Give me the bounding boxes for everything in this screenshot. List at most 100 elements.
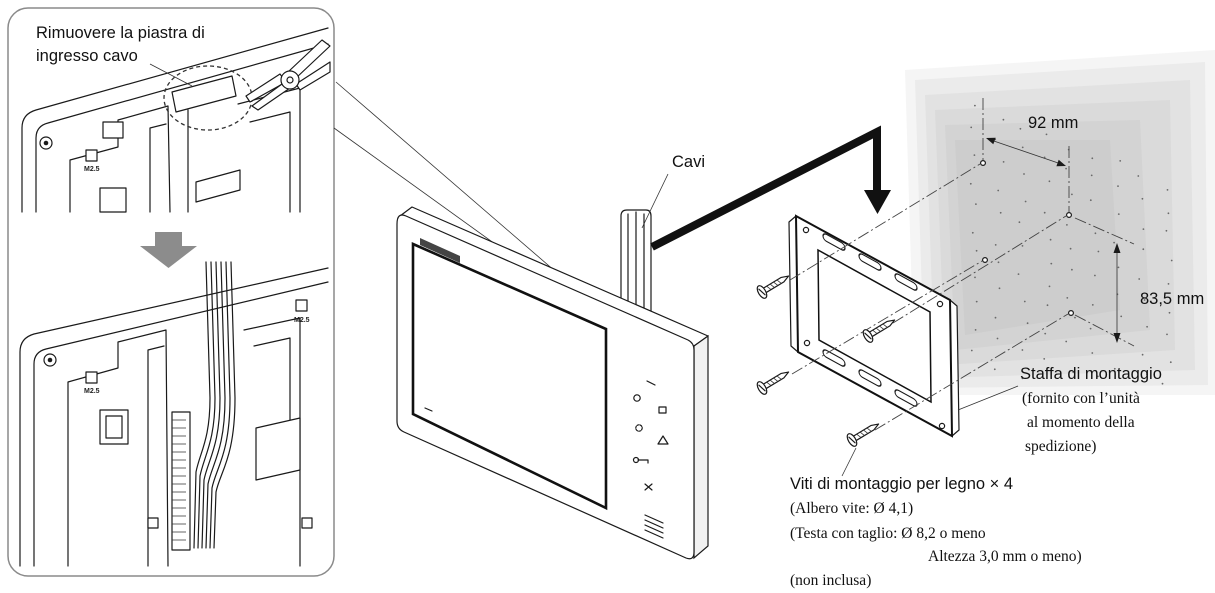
mounting-bracket [788,214,960,438]
terminal-block-body [171,411,191,551]
label-area [195,169,241,203]
screws-title: Viti di montaggio per legno × 4 [790,475,1013,493]
cable-wire [201,261,221,549]
wall-shade [905,50,1215,395]
wall-texture-dot [970,349,973,352]
screw-size-icon [85,149,98,162]
bottom-mark-icon [301,517,313,529]
wall-texture-dot [974,104,976,107]
dimension-arrowhead [1056,159,1066,167]
wall-texture-dot [1167,212,1170,215]
cable-bundle [193,261,236,549]
bracket-note-line-3: spedizione) [1025,438,1096,455]
bracket-slot-shape [858,253,882,271]
wall-shade [925,80,1195,378]
screws-spec-line-2: (Testa con taglio: Ø 8,2 o meno [790,525,986,542]
wall-texture-dot [1046,304,1049,307]
wall-texture-dot [1142,228,1145,231]
screw-size-mark: M2.5 [84,388,100,395]
wall-texture-dot [1050,262,1053,265]
screw-guide-line [892,215,1067,324]
inset-bottom-illustration: M2.5 M2.5 [19,261,329,567]
wall-texture-dot [997,261,1000,264]
wall-shade [945,120,1150,350]
pliers-icon [245,39,331,111]
wall-texture-dot [1090,174,1093,177]
wall-texture-dot [975,300,978,303]
screw-size-icon [85,371,98,384]
wall-texture-dot [1117,266,1120,269]
cable-channel [147,345,165,567]
wall-texture-dot [1097,250,1100,253]
pliers-pivot-pin [286,76,294,84]
bracket-slot-shape [858,369,882,387]
extension-line [1074,217,1135,245]
wall-texture-dot [1023,300,1026,303]
wall-texture-dot [1043,211,1046,214]
wall-texture-dot [1097,375,1099,378]
wood-screw-icon [756,371,790,395]
bracket-slot-shape [822,233,846,251]
wall-texture-dot [1094,232,1097,235]
bracket-opening [817,248,932,404]
video-monitor [396,206,709,560]
step-arrow-shaft [155,232,182,246]
screw-slot [864,332,872,340]
mount-arrow-shaft [650,125,881,251]
pliers-handle-lower [295,61,331,91]
terminal-block [171,411,191,551]
cables-label: Cavi [672,153,705,171]
wall-texture-dot [1071,268,1073,271]
wall-texture-dot [1168,311,1171,314]
mounting-boss [102,121,124,139]
call-icon [633,394,641,402]
screws-spec-line-3: Altezza 3,0 mm o meno) [928,548,1082,565]
dimension-arrowhead [1113,243,1121,253]
wall-texture-dot [974,329,977,331]
wall-texture-dot [1141,353,1144,356]
wall-texture-dot [1071,193,1073,196]
wall-shade [955,140,1120,335]
wall-shade [935,100,1175,365]
wood-screw-icon [756,275,790,299]
brand-logo [420,238,460,263]
cable-wire [193,261,211,549]
wall-hole [979,160,986,167]
screw-guide-line [791,260,983,375]
wall-texture-dot [993,368,996,371]
wall-texture-dot [1065,340,1068,343]
wall-texture-dot [1023,173,1025,175]
dimension-arrowhead [986,137,996,145]
dimension-92: 92 mm [982,98,1078,212]
wall-texture-dot [1161,382,1164,385]
connector-slot [99,187,127,213]
monitor-back-inner-edge [35,43,329,213]
inset-top-illustration: M2.5 Rimuovere la piastra di ingresso ca… [21,24,331,213]
instruction-leader [149,63,193,87]
bracket-slot-shape [822,349,846,367]
wood-screw-icon [846,423,880,447]
wall-texture-dot [974,276,976,279]
monitor-icon [658,406,667,414]
bracket-slot [858,253,882,271]
bracket-slot-shape [894,273,918,291]
wall-texture-dot [1146,325,1148,328]
dimension-83-5: 83,5 mm [1074,217,1204,347]
wall-texture-dot [1143,299,1146,301]
bracket-hole [936,300,944,308]
wall-texture-dot [1021,377,1024,380]
wall-hole [1065,212,1072,219]
wall-texture-dot [1113,367,1116,370]
bracket-note-line-2: al momento della [1027,414,1135,431]
wall-texture-dot [1043,358,1046,360]
dimension-line [987,138,1065,166]
speaker-grille [644,514,664,539]
bracket-slot [894,273,918,291]
screw-thread [856,427,872,438]
settings-icon [635,424,643,432]
corner-screw-head [47,357,53,363]
cable-wire [213,261,236,549]
mount-direction-arrow-icon [650,125,891,251]
detail-inset: M2.5 Rimuovere la piastra di ingresso ca… [7,7,335,577]
screw-thread [872,323,888,334]
